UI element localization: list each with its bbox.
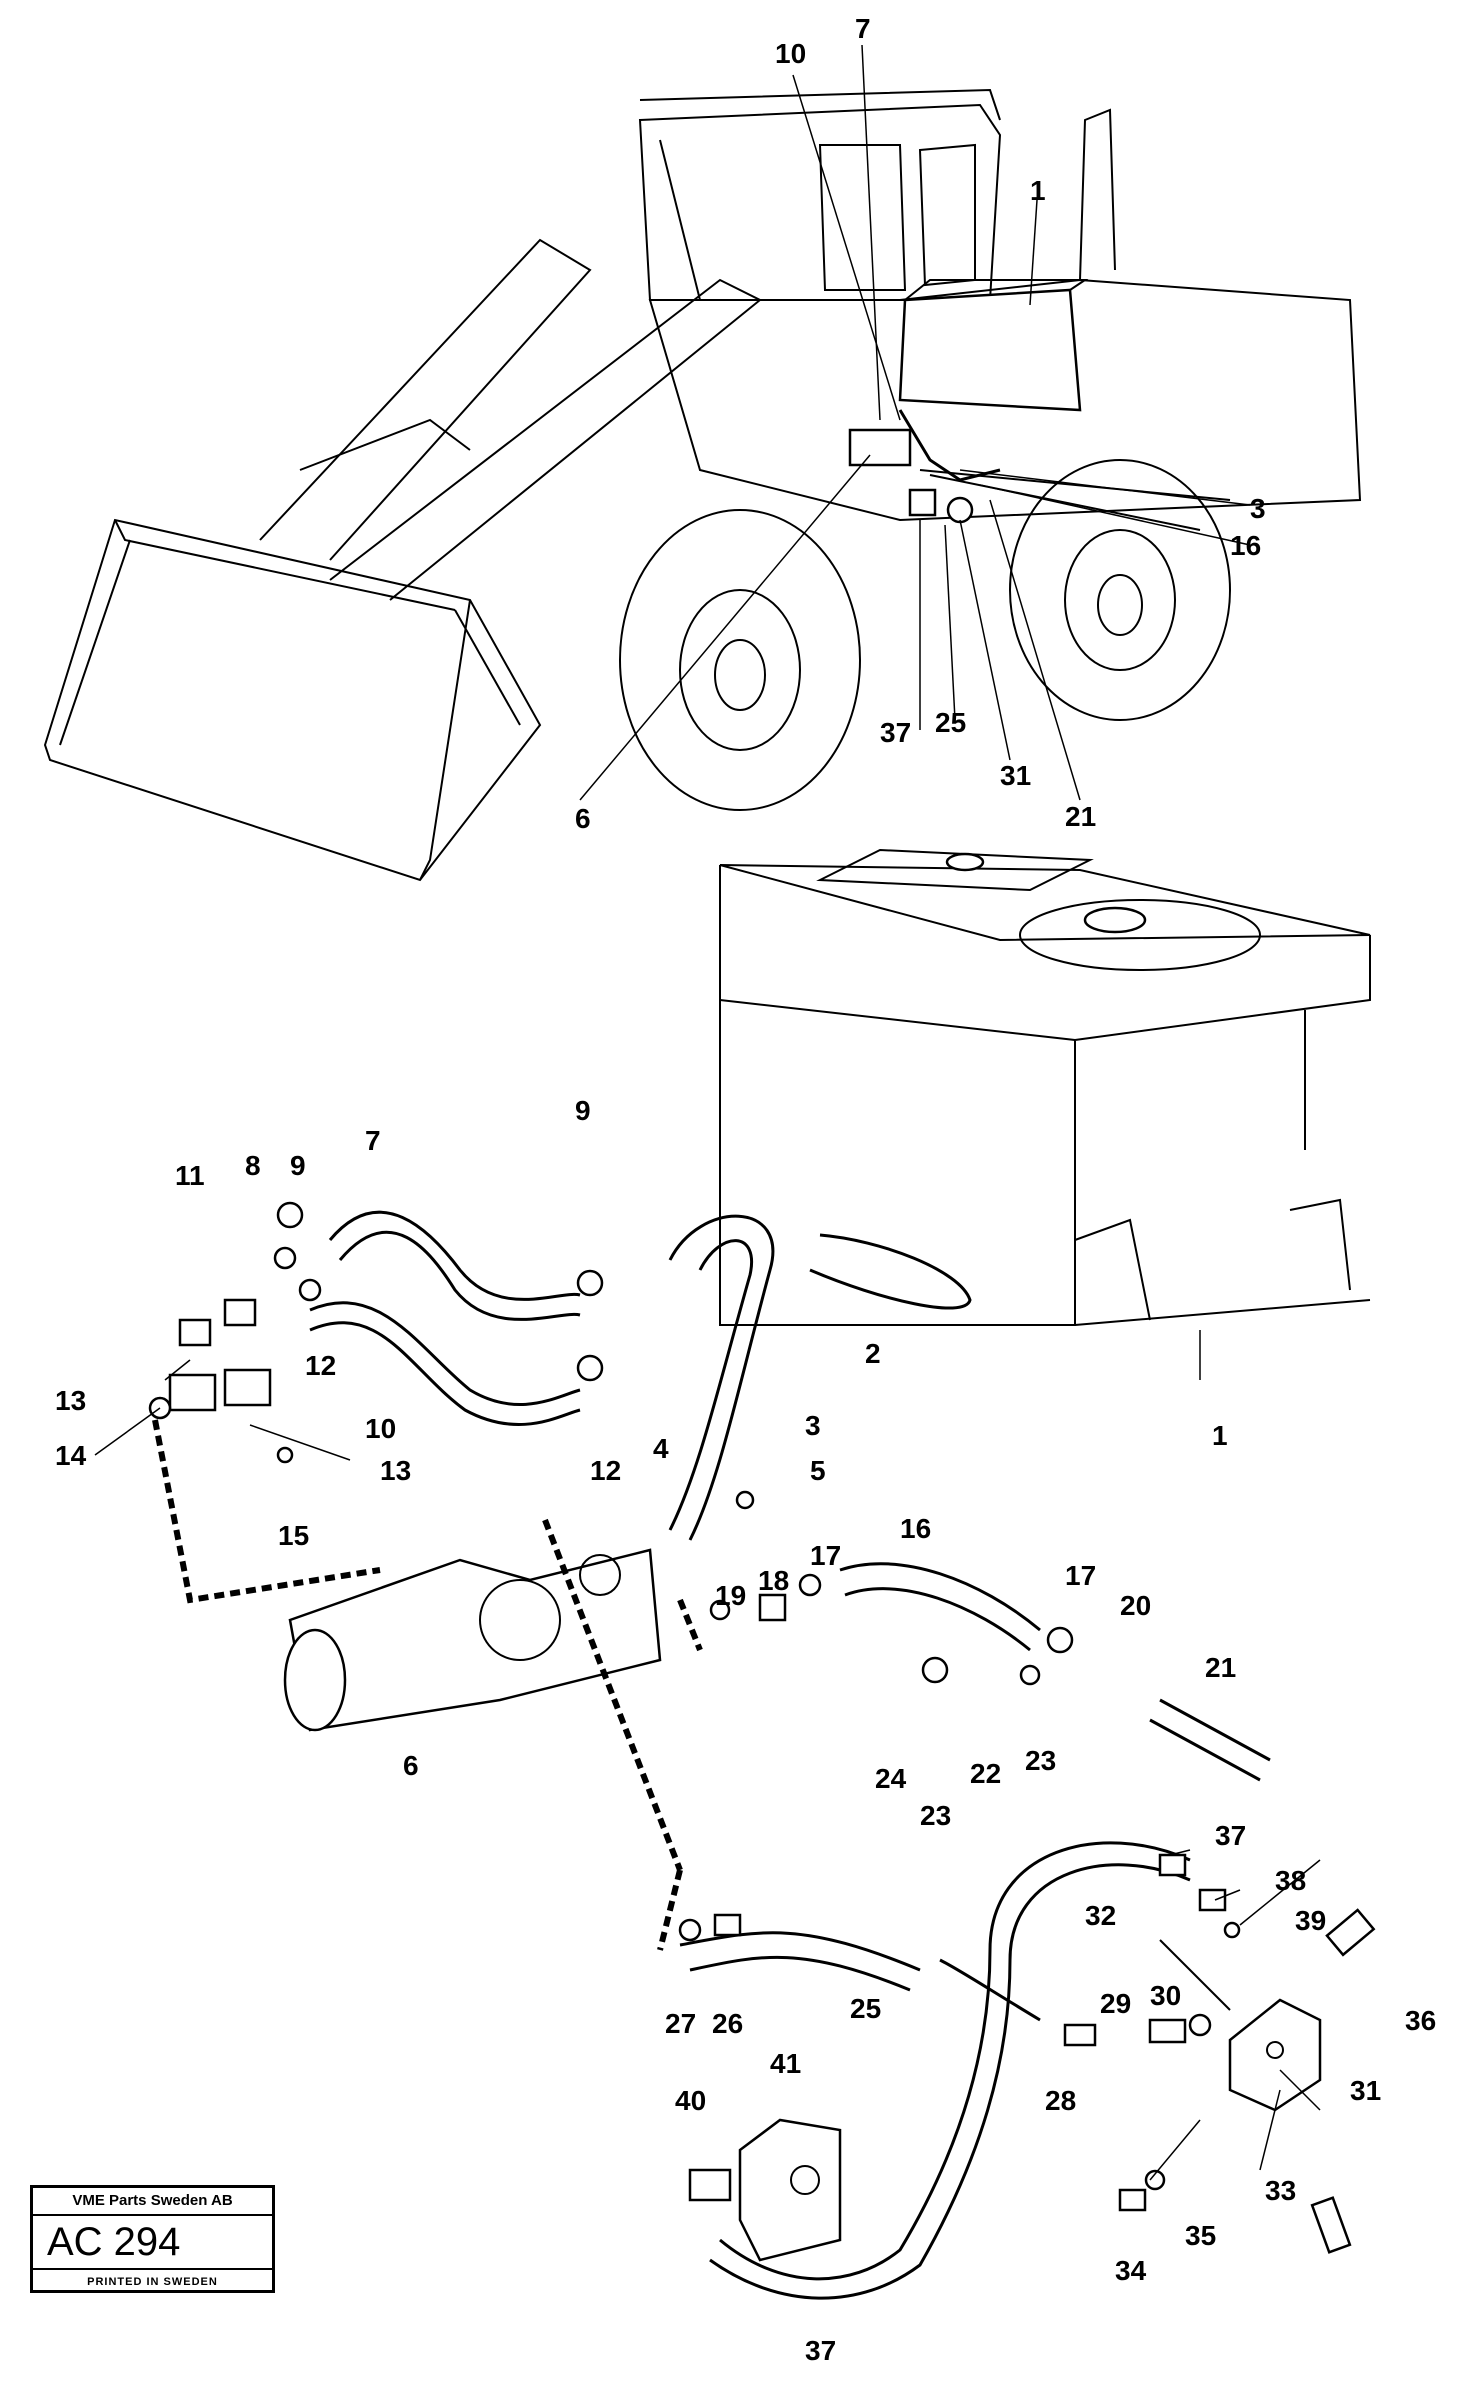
callout-28: 28 [1045,2085,1076,2116]
plate-code: AC 294 [33,2216,272,2270]
callout-41: 41 [770,2048,801,2079]
callout-31-top: 31 [1000,760,1031,791]
callout-26: 26 [712,2008,743,2039]
callout-11: 11 [175,1160,205,1191]
callout-4: 4 [653,1433,669,1464]
callout-15: 15 [278,1520,309,1551]
callout-32: 32 [1085,1900,1116,1931]
callout-10-top: 10 [775,38,806,69]
callout-3-top: 3 [1250,493,1266,524]
callout-33: 33 [1265,2175,1296,2206]
callout-25-top: 25 [935,707,966,738]
callout-12-b: 12 [590,1455,621,1486]
callout-2: 2 [865,1338,881,1369]
callout-30: 30 [1150,1980,1181,2011]
callout-21-top: 21 [1065,801,1096,832]
callout-7-top: 7 [855,13,871,44]
callout-38: 38 [1275,1865,1306,1896]
callout-9-a: 9 [575,1095,591,1126]
callout-8: 8 [245,1150,261,1181]
callout-37-a: 37 [1215,1820,1246,1851]
title-plate: VME Parts Sweden AB AC 294 PRINTED IN SW… [30,2185,275,2293]
callout-6-top: 6 [575,803,591,834]
callout-3: 3 [805,1410,821,1441]
callout-1-top: 1 [1030,175,1046,206]
callout-23-a: 23 [920,1800,951,1831]
callout-6: 6 [403,1750,419,1781]
callout-17-a: 17 [810,1540,841,1571]
callout-20: 20 [1120,1590,1151,1621]
callout-14: 14 [55,1440,87,1471]
callout-39: 39 [1295,1905,1326,1936]
callout-13-a: 13 [55,1385,86,1416]
callout-12-a: 12 [305,1350,336,1381]
callout-25: 25 [850,1993,881,2024]
callout-16: 16 [900,1513,931,1544]
callout-24: 24 [875,1763,907,1794]
plate-printed: PRINTED IN SWEDEN [87,2276,218,2288]
callout-29: 29 [1100,1988,1131,2019]
callout-37-top: 37 [880,717,911,748]
callout-labels: 10 7 1 3 16 37 25 31 21 6 9 11 8 9 7 2 1… [55,13,1436,2366]
callout-23-b: 23 [1025,1745,1056,1776]
callout-34: 34 [1115,2255,1147,2286]
callout-7: 7 [365,1125,381,1156]
plate-company: VME Parts Sweden AB [33,2188,272,2216]
callout-19: 19 [715,1580,746,1611]
callout-9-b: 9 [290,1150,306,1181]
callout-22: 22 [970,1758,1001,1789]
callout-21: 21 [1205,1652,1236,1683]
callout-27: 27 [665,2008,696,2039]
callout-17-b: 17 [1065,1560,1096,1591]
callout-35: 35 [1185,2220,1216,2251]
callout-5: 5 [810,1455,826,1486]
hose-assemblies [94,1201,1376,2300]
callout-16-top: 16 [1230,530,1261,561]
callout-1: 1 [1212,1420,1228,1451]
callout-13-b: 13 [380,1455,411,1486]
callout-37-b: 37 [805,2335,836,2366]
callout-10: 10 [365,1413,396,1444]
hydraulic-tank-illustration [719,848,1371,1380]
callout-36: 36 [1405,2005,1436,2036]
wheel-loader-illustration [43,44,1362,882]
callout-18: 18 [758,1565,789,1596]
callout-40: 40 [675,2085,706,2116]
callout-31: 31 [1350,2075,1381,2106]
